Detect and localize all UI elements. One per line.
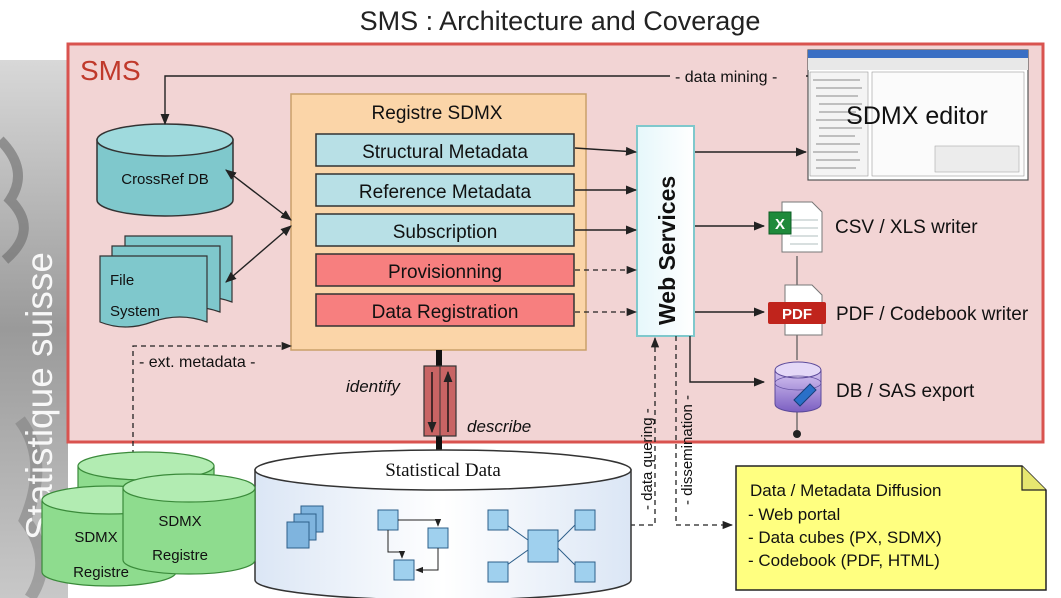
crossref-db: CrossRef DB — [96, 123, 234, 217]
pdf-icon-text: PDF — [782, 306, 812, 323]
data-quering-label: - data quering - — [639, 408, 656, 510]
pdf-icon: PDF — [768, 284, 826, 336]
diffusion-item-data-cubes: - Data cubes (PX, SDMX) — [748, 528, 942, 547]
dissemination-label: - dissemination - — [679, 395, 696, 505]
sdmx-registre-stores: SDMX Registre SDMX Registre — [41, 451, 256, 587]
reference-metadata-box — [315, 173, 575, 207]
provisionning-label: Provisionning — [388, 262, 502, 283]
file-system-line2: System — [110, 303, 160, 320]
sms-label: SMS — [80, 55, 141, 86]
diffusion-item-web-portal: - Web portal — [748, 505, 840, 524]
identify-label: identify — [346, 377, 401, 396]
database-icon — [774, 361, 822, 413]
statistical-data-label: Statistical Data — [385, 460, 501, 481]
network-diagram-icon — [487, 509, 596, 583]
dataset-pages-icon — [286, 505, 324, 549]
flow-diagram-icon — [377, 509, 449, 581]
structural-metadata-box — [315, 133, 575, 167]
statistical-data-store: Statistical Data — [254, 449, 632, 598]
sdmx-editor-screenshot: SDMX editor — [807, 49, 1029, 181]
data-mining-arrow — [165, 75, 808, 124]
crossref-db-label: CrossRef DB — [121, 171, 209, 188]
ext-metadata-label: - ext. metadata - — [139, 354, 256, 371]
subscription-label: Subscription — [393, 222, 498, 243]
data-registration-label: Data Registration — [372, 302, 519, 323]
side-band: Statistique suisse — [0, 60, 68, 598]
diffusion-note: Data / Metadata Diffusion - Web portal -… — [735, 465, 1047, 591]
file-system: File System — [99, 235, 233, 328]
arrow-dissemination — [675, 336, 734, 530]
excel-icon: X — [768, 201, 823, 253]
structural-metadata-label: Structural Metadata — [362, 142, 528, 163]
sdmx-registre-right-line2: Registre — [152, 547, 208, 564]
arrow-structural-to-ws — [574, 146, 638, 156]
arrow-files-to-registry — [225, 225, 292, 283]
arrow-ws-to-db — [689, 336, 766, 387]
web-services-label: Web Services — [654, 176, 680, 325]
data-registration-box — [315, 293, 575, 327]
sdmx-registre-front-line1: SDMX — [74, 529, 117, 546]
registry-sdmx: Registre SDMX Structural Metadata Refere… — [290, 93, 587, 351]
db-export-label: DB / SAS export — [836, 381, 975, 402]
sdmx-registre-right-line1: SDMX — [158, 513, 201, 530]
describe-label: describe — [467, 417, 531, 436]
arrow-crossref-to-registry — [225, 169, 292, 221]
registry-title: Registre SDMX — [372, 103, 503, 124]
subscription-box — [315, 213, 575, 247]
diffusion-title: Data / Metadata Diffusion — [750, 481, 942, 500]
svg-text:X: X — [775, 216, 785, 233]
data-mining-label: - data mining - — [675, 69, 777, 86]
reference-metadata-label: Reference Metadata — [359, 182, 532, 203]
diagram-title: SMS : Architecture and Coverage — [360, 6, 761, 36]
provisionning-box — [315, 253, 575, 287]
file-system-line1: File — [110, 272, 134, 289]
sdmx-registre-front-line2: Registre — [73, 564, 129, 581]
identify-describe-connector — [423, 350, 457, 452]
csv-writer-label: CSV / XLS writer — [835, 217, 978, 238]
sdmx-editor-label: SDMX editor — [846, 102, 988, 130]
web-services: Web Services — [636, 125, 695, 337]
diffusion-item-codebook: - Codebook (PDF, HTML) — [748, 551, 940, 570]
arrow-ext-metadata — [132, 341, 293, 455]
pdf-writer-label: PDF / Codebook writer — [836, 304, 1029, 325]
